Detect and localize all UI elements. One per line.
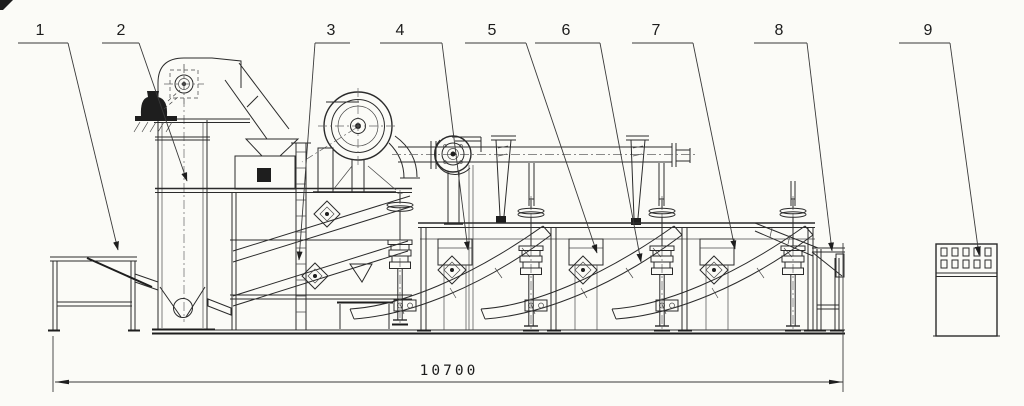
- elevator-drive-motor: [133, 89, 181, 133]
- dimension-line: 10700: [52, 243, 844, 392]
- feed-hopper-stand: [48, 256, 159, 332]
- callout-5: 5: [488, 22, 497, 39]
- shaker-table-frames: [417, 222, 817, 332]
- callout-9: 9: [924, 22, 933, 39]
- callout-4: 4: [396, 22, 405, 39]
- cabinet-buttons: [940, 247, 992, 269]
- callout-3: 3: [327, 22, 336, 39]
- screw-jack-adjuster: [386, 189, 414, 326]
- dimension-value: 10700: [420, 363, 479, 379]
- cleaning-section-frame: [155, 142, 412, 330]
- aspiration-duct: [392, 135, 796, 225]
- base-frame-rail: [152, 329, 845, 335]
- callout-1: 1: [36, 22, 45, 39]
- callout-7: 7: [652, 22, 661, 39]
- callout-6: 6: [562, 22, 571, 39]
- vibration-motor: [301, 262, 329, 290]
- scan-corner-mark: [0, 0, 13, 10]
- vibration-motor: [313, 200, 341, 228]
- settling-spout: [491, 135, 516, 223]
- elevator-discharge-spout: [224, 62, 300, 157]
- blower: [434, 135, 482, 225]
- callout-numbers: 1 2 3 4 5 6 7 8 9: [36, 22, 933, 39]
- callout-2: 2: [117, 22, 126, 39]
- settling-spout: [626, 135, 649, 225]
- inlet-hopper-box: [234, 155, 296, 190]
- main-fan: [301, 88, 420, 193]
- elevator-boot: [152, 286, 232, 331]
- control-cabinet: [933, 243, 1000, 337]
- callout-8: 8: [775, 22, 784, 39]
- callout-leaders: [18, 42, 981, 263]
- elevator-head-pulley: [164, 64, 204, 104]
- screw-jack-adjuster: [779, 195, 807, 332]
- bucket-elevator: [133, 57, 300, 331]
- discharge-stand: [754, 222, 845, 332]
